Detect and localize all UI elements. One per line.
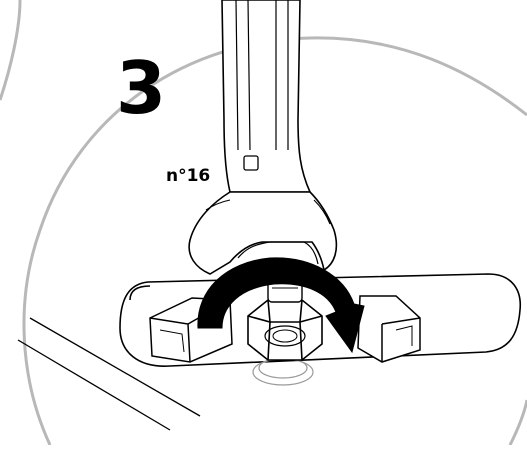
wrench-size-label: n°16 [166,166,211,186]
frame-tube-lines [17,317,201,431]
open-end-wrench [188,0,338,275]
step-number: 3 [116,46,166,130]
rotate-clockwise-arrow-icon [197,257,365,354]
step-circle [22,36,527,446]
right-foot-block [357,295,421,363]
hex-nut [247,299,323,361]
previous-step-circle [0,0,22,101]
